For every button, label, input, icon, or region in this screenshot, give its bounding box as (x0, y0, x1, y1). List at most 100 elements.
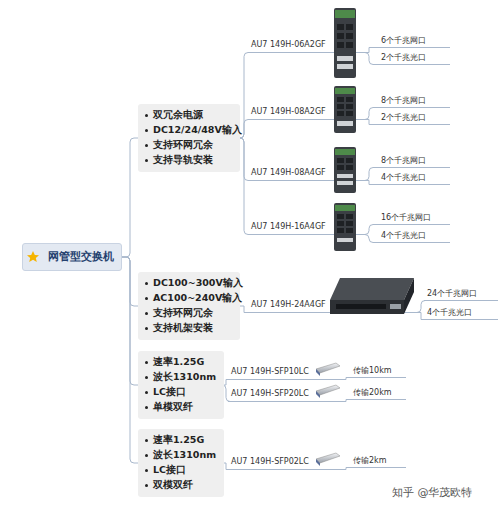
din-switch-06 (334, 8, 356, 78)
topic-text: 8个千兆网口 (378, 154, 450, 167)
spec-topic: 4个千兆光口 (378, 171, 450, 185)
bullet-dot (145, 144, 148, 147)
feature-box: 速率1.25G 波长1310nmLC接口双模双纤 (138, 429, 224, 497)
spec-topic: 4个千兆光口 (424, 306, 498, 320)
bullet-row: DC100~300V输入 (145, 276, 236, 291)
branch-line (122, 257, 138, 463)
branch-line (360, 120, 378, 125)
din-switch-08a2 (334, 86, 356, 133)
topic-text: 2个千兆光口 (378, 111, 450, 124)
topic-text: 16个千兆网口 (378, 211, 450, 224)
spec-topic: 6个千兆网口 (378, 34, 450, 48)
topic-text: 2个千兆光口 (378, 51, 450, 64)
spec-topic: 8个千兆网口 (378, 154, 450, 168)
bullet-row: AC100~240V输入 (145, 291, 236, 306)
rack-switch-24a4 (330, 278, 414, 314)
bullet-row: 双冗余电源 (145, 108, 236, 123)
topic-text: 速率1.25G (153, 434, 204, 447)
topic-text: 4个千兆光口 (378, 229, 450, 242)
branch-line (360, 235, 378, 243)
bullet-dot (145, 454, 148, 457)
feature-box: 双冗余电源 DC12/24/48V输入支持环网冗余支持导轨安装 (138, 104, 240, 172)
bullet-dot (145, 376, 148, 379)
bullet-dot (145, 361, 148, 364)
sfp-module-02 (316, 453, 340, 466)
topic-text: DC12/24/48V输入 (153, 124, 242, 137)
topic-text: AU7 149H-16A4GF (248, 219, 360, 234)
sfp-module-20 (316, 385, 340, 398)
topic-text: 双冗余电源 (153, 109, 203, 122)
branch-line (360, 225, 378, 235)
branch-line (360, 181, 378, 185)
bullet-dot (145, 129, 148, 132)
bullet-row: 速率1.25G (145, 433, 220, 448)
product-topic: AU7 149H-SFP10LC (228, 364, 342, 380)
topic-text: LC接口 (153, 386, 186, 399)
product-topic: AU7 149H-SFP02LC (228, 454, 342, 470)
branch-line (360, 48, 378, 53)
topic-text: AC100~240V输入 (153, 292, 242, 305)
sfp-module-10 (316, 363, 340, 376)
bullet-dot (145, 282, 148, 285)
spec-topic: 2个千兆光口 (378, 111, 450, 125)
bullet-row: LC接口 (145, 385, 220, 400)
spec-topic: 4个千兆光口 (378, 229, 450, 243)
bullet-dot (145, 297, 148, 300)
root-topic: 网管型交换机 (22, 243, 122, 271)
branch-line (240, 138, 248, 235)
topic-text: 支持环网冗余 (153, 139, 213, 152)
topic-text: LC接口 (153, 464, 186, 477)
din-switch-08a4 (334, 147, 356, 193)
spec-topic: 传输10km (350, 364, 406, 378)
spec-topic: 2个千兆光口 (378, 51, 450, 65)
branch-line (122, 138, 138, 257)
spec-topic: 24个千兆网口 (424, 287, 498, 301)
topic-text: DC100~300V输入 (153, 277, 243, 290)
topic-text: 支持导轨安装 (153, 154, 213, 167)
topic-text: 网管型交换机 (48, 250, 114, 264)
bullet-row: 支持导轨安装 (145, 153, 236, 168)
topic-text: 8个千兆网口 (378, 94, 450, 107)
bullet-row: LC接口 (145, 463, 220, 478)
branch-line (240, 306, 248, 313)
topic-text: AU7 149H-SFP10LC (228, 364, 342, 379)
branch-line (360, 53, 378, 65)
bullet-dot (145, 159, 148, 162)
bullet-dot (145, 327, 148, 330)
branch-line (360, 168, 378, 181)
bullet-row: 单模双纤 (145, 400, 220, 415)
spec-topic: 16个千兆网口 (378, 211, 450, 225)
topic-text: 传输2km (350, 454, 406, 467)
bullet-row: 支持环网冗余 (145, 306, 236, 321)
topic-text: 4个千兆光口 (378, 171, 450, 184)
topic-text: 4个千兆光口 (424, 306, 498, 319)
bullet-row: 波长1310nm (145, 448, 220, 463)
din-switch-16a4 (334, 203, 356, 251)
spec-topic: 8个千兆网口 (378, 94, 450, 108)
topic-text: 24个千兆网口 (424, 287, 498, 300)
topic-text: 传输20km (350, 386, 406, 399)
product-topic: AU7 149H-08A4GF (248, 165, 360, 181)
spec-topic: 传输2km (350, 454, 406, 468)
bullet-row: 支持环网冗余 (145, 138, 236, 153)
bullet-dot (145, 114, 148, 117)
bullet-dot (145, 439, 148, 442)
branch-line (342, 400, 350, 402)
topic-text: AU7 149H-SFP20LC (228, 386, 342, 401)
bullet-dot (145, 406, 148, 409)
branch-line (342, 468, 350, 470)
topic-text: 波长1310nm (153, 449, 216, 462)
product-topic: AU7 149H-08A2GF (248, 104, 360, 120)
topic-text: 速率1.25G (153, 356, 204, 369)
bullet-row: 双模双纤 (145, 478, 220, 493)
product-topic: AU7 149H-16A4GF (248, 219, 360, 235)
topic-text: 传输10km (350, 364, 406, 377)
spec-topic: 传输20km (350, 386, 406, 400)
bullet-dot (145, 391, 148, 394)
product-topic: AU7 149H-24A4GF (248, 297, 418, 313)
star-icon (27, 251, 39, 262)
bullet-row: 波长1310nm (145, 370, 220, 385)
feature-box: DC100~300V输入AC100~240V输入支持环网冗余支持机架安装 (138, 272, 240, 340)
